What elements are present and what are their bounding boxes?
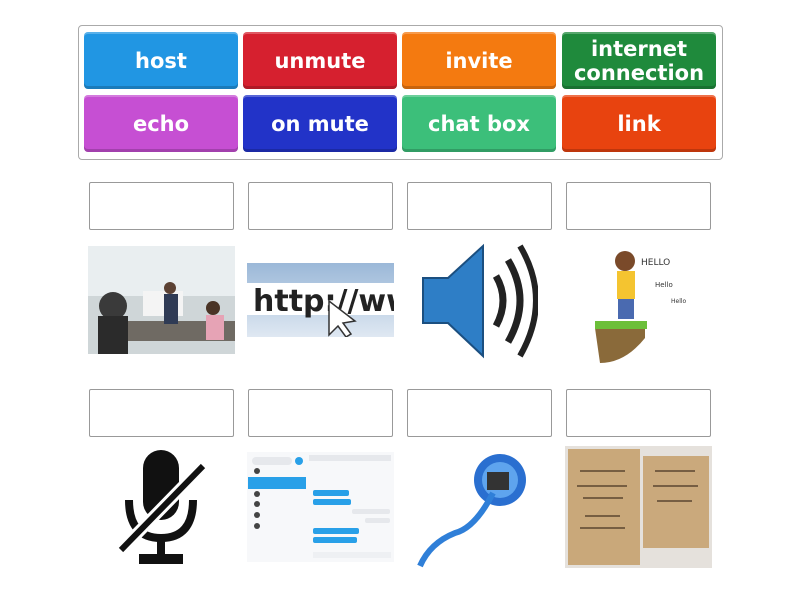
cursor-arrow-icon	[328, 299, 357, 337]
meeting-photo	[88, 246, 235, 354]
tile-host[interactable]: host	[84, 32, 238, 89]
tile-chat-box[interactable]: chat box	[402, 95, 556, 152]
tile-invite[interactable]: invite	[402, 32, 556, 89]
url-text: http://www	[253, 284, 394, 319]
tile-tray	[78, 25, 723, 160]
tile-link[interactable]: link	[562, 95, 716, 152]
answer-slot-3[interactable]	[407, 182, 552, 230]
tile-unmute[interactable]: unmute	[243, 32, 397, 89]
chat-app-screenshot	[247, 452, 394, 562]
tile-echo[interactable]: echo	[84, 95, 238, 152]
echo-word-2: Hello	[655, 281, 673, 289]
answer-slot-1[interactable]	[89, 182, 234, 230]
wedding-invitation-image	[565, 446, 712, 568]
answer-slot-6[interactable]	[248, 389, 393, 437]
muted-microphone-icon	[117, 450, 207, 564]
internet-cable-globe-image	[417, 454, 526, 568]
echo-word-1: HELLO	[641, 258, 670, 268]
http-www-link-image: http://www	[247, 263, 394, 337]
answer-slot-4[interactable]	[566, 182, 711, 230]
answer-slot-8[interactable]	[566, 389, 711, 437]
speaker-sound-icon	[422, 243, 538, 359]
child-shouting-echo-image: HELLO Hello Hello	[595, 251, 687, 363]
tile-internet-connection[interactable]: internet connection	[562, 32, 716, 89]
answer-slot-2[interactable]	[248, 182, 393, 230]
echo-word-3: Hello	[671, 298, 687, 305]
answer-slot-5[interactable]	[89, 389, 234, 437]
answer-slot-7[interactable]	[407, 389, 552, 437]
tile-on-mute[interactable]: on mute	[243, 95, 397, 152]
